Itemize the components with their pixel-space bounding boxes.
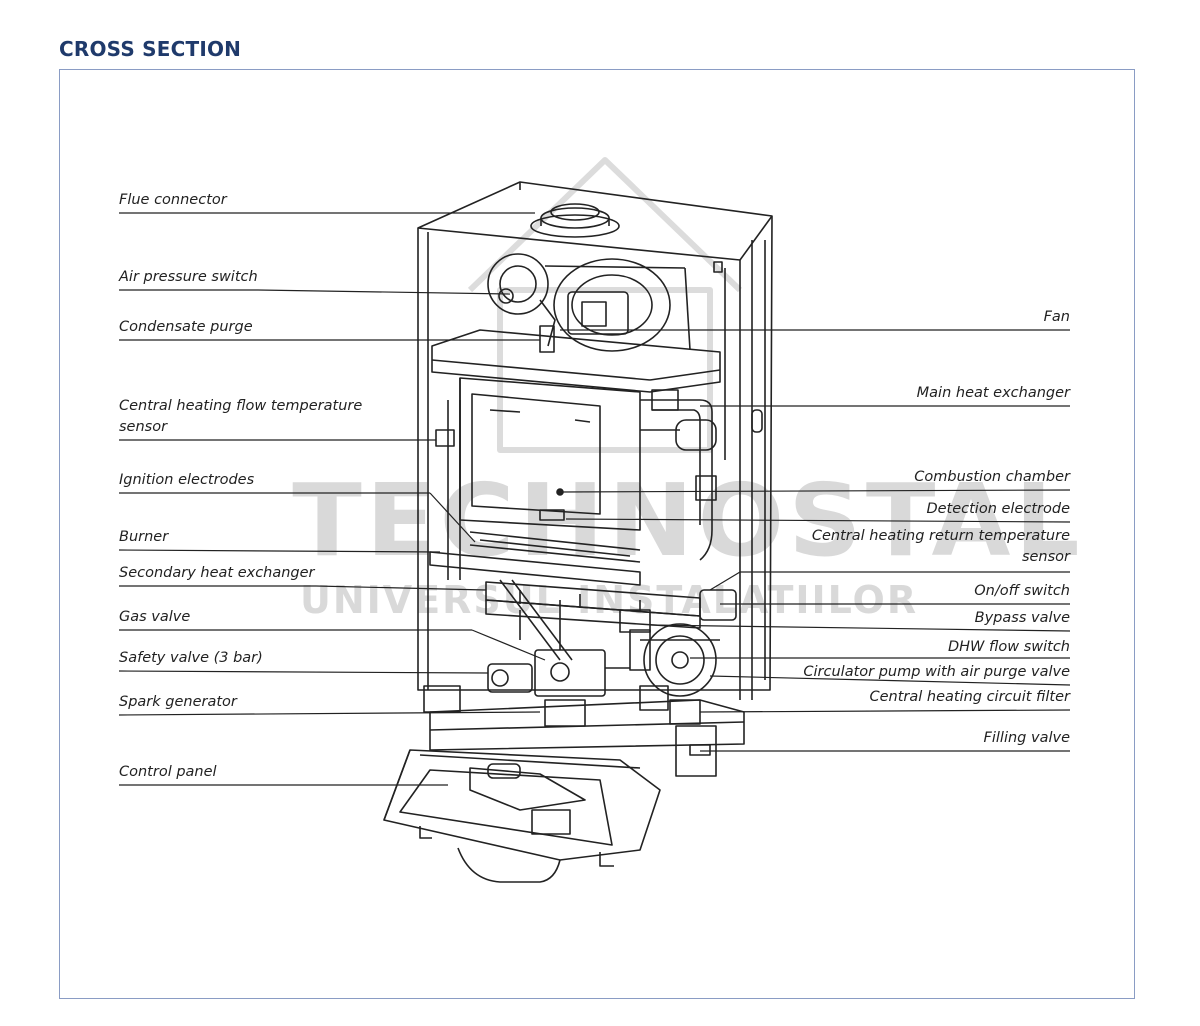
label-filling-valve: Filling valve — [983, 730, 1070, 746]
label-secondary-heat-exchanger: Secondary heat exchanger — [119, 565, 315, 581]
label-burner: Burner — [119, 529, 169, 545]
label-condensate-purge: Condensate purge — [119, 319, 253, 335]
label-ignition-electrodes: Ignition electrodes — [119, 472, 255, 488]
label-spark-generator: Spark generator — [119, 694, 237, 710]
label-ch-return-temperature-sensor: Central heating return temperature senso… — [811, 528, 1070, 565]
label-main-heat-exchanger: Main heat exchanger — [916, 385, 1070, 401]
label-bypass-valve: Bypass valve — [974, 610, 1070, 626]
label-dhw-flow-switch: DHW flow switch — [947, 639, 1070, 655]
watermark-sub: UNIVERSUL INSTALATIILOR — [300, 578, 919, 622]
label-ch-circuit-filter: Central heating circuit filter — [869, 689, 1070, 705]
label-circulator-pump: Circulator pump with air purge valve — [803, 664, 1070, 680]
watermark-main: TECHNOSTAL — [292, 462, 1084, 579]
label-on-off-switch: On/off switch — [974, 583, 1070, 599]
label-gas-valve: Gas valve — [119, 609, 191, 625]
label-flue-connector: Flue connector — [119, 192, 227, 208]
label-combustion-chamber: Combustion chamber — [914, 469, 1070, 485]
diagram-frame — [59, 69, 1135, 999]
label-control-panel: Control panel — [119, 764, 217, 780]
label-air-pressure-switch: Air pressure switch — [119, 269, 258, 285]
section-heading: CROSS SECTION — [59, 37, 242, 61]
label-ch-flow-temperature-sensor: Central heating flow temperature sensor — [119, 398, 363, 435]
label-fan: Fan — [1043, 309, 1070, 325]
label-detection-electrode: Detection electrode — [926, 501, 1070, 517]
label-safety-valve: Safety valve (3 bar) — [119, 650, 263, 666]
